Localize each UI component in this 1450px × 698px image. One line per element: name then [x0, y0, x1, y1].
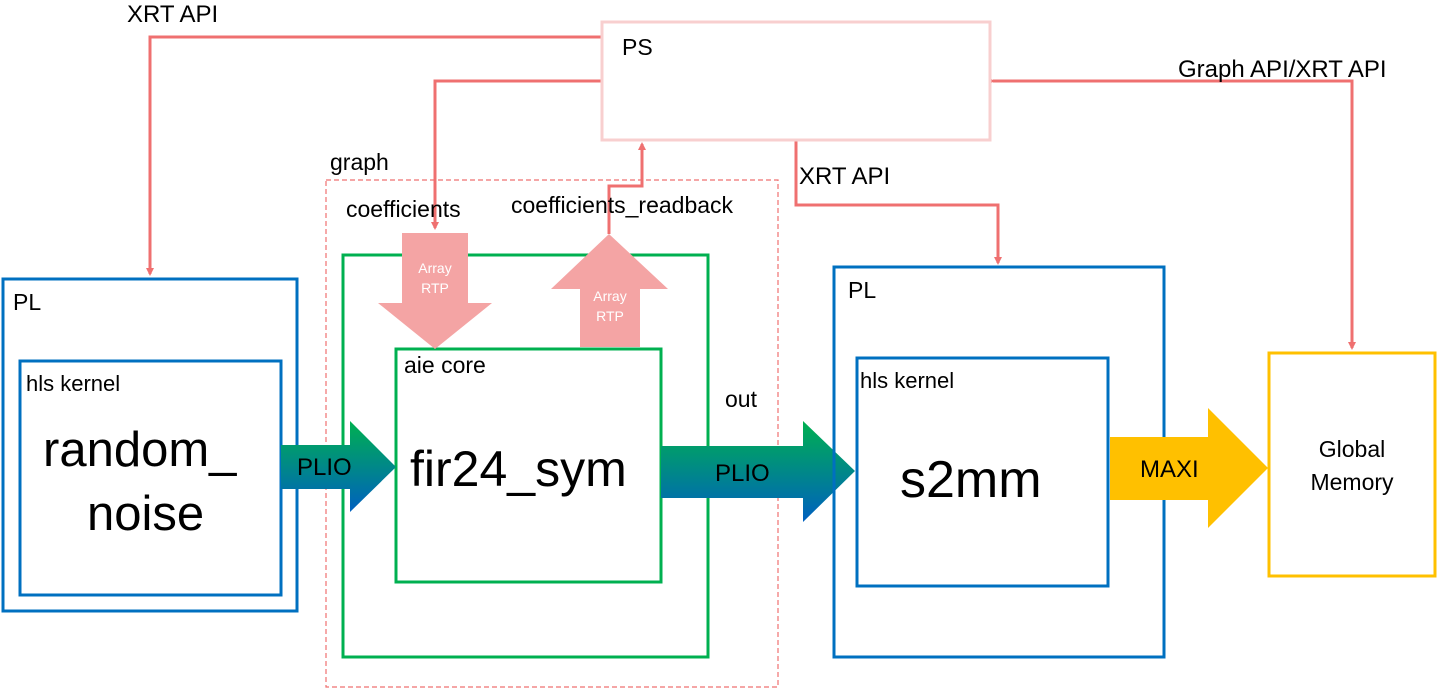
plio-in-label: PLIO [297, 454, 352, 481]
ps-box [600, 20, 992, 142]
right-hls-kernel-label: hls kernel [860, 368, 954, 393]
rtp-out-arrow [551, 234, 668, 347]
coefficients-readback-label: coefficients_readback [511, 192, 734, 218]
rtp-in-label-1: Array [418, 260, 451, 276]
readback-connector [607, 142, 646, 234]
rtp-in-arrow [378, 233, 492, 349]
right-hls-kernel-box [855, 356, 1110, 588]
s2mm-kernel: s2mm [900, 451, 1042, 509]
aie-core-label: aie core [404, 352, 486, 378]
plio-out-label: PLIO [715, 460, 770, 487]
coefficients-label: coefficients [346, 196, 461, 222]
plio-out-arrow [661, 421, 855, 522]
rtp-in-label-2: RTP [421, 280, 449, 296]
xrt-api-right-label: XRT API [799, 163, 890, 190]
rtp-out-label-1: Array [593, 288, 626, 304]
maxi-label: MAXI [1140, 456, 1199, 483]
global-memory-box [1267, 351, 1437, 578]
global-memory-label-1: Global [1319, 436, 1385, 462]
left-pl-label: PL [13, 289, 41, 315]
graph-label: graph [330, 149, 389, 175]
maxi-arrow [1110, 408, 1268, 528]
out-port-label: out [725, 386, 758, 412]
plio-in-arrow [281, 421, 396, 512]
xrt-api-left-label: XRT API [127, 1, 218, 28]
xrt-api-left-connector [146, 35, 602, 276]
right-pl-label: PL [848, 277, 876, 303]
global-memory-label-2: Memory [1310, 469, 1394, 495]
graph-api-connector [987, 77, 1356, 350]
graph-boundary [325, 179, 779, 688]
xrt-api-right-connector [794, 141, 1002, 265]
rtp-out-label-2: RTP [596, 308, 624, 324]
fir24-sym-kernel: fir24_sym [410, 441, 627, 497]
left-hls-kernel-label: hls kernel [26, 371, 120, 396]
random-noise-kernel-line1: random_ [43, 423, 237, 477]
ps-label: PS [622, 34, 653, 60]
left-hls-kernel-box [18, 359, 283, 597]
aie-core-box [394, 347, 663, 584]
graph-xrt-api-label: Graph API/XRT API [1178, 56, 1387, 83]
random-noise-kernel-line2: noise [87, 487, 204, 541]
coefficients-connector [431, 79, 602, 230]
